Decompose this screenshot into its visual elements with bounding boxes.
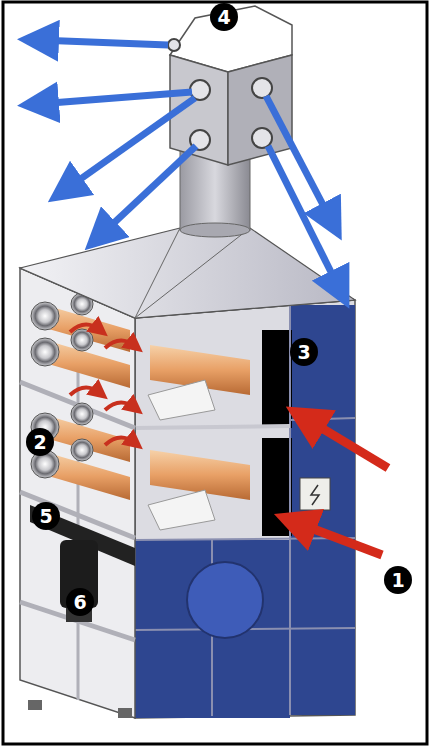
callout-number: 1: [384, 566, 412, 594]
callout-number: 4: [210, 3, 238, 31]
callout-number: 3: [290, 338, 318, 366]
callout-number: 6: [66, 588, 94, 616]
callout-number: 2: [26, 428, 54, 456]
callout-number: 5: [32, 502, 60, 530]
